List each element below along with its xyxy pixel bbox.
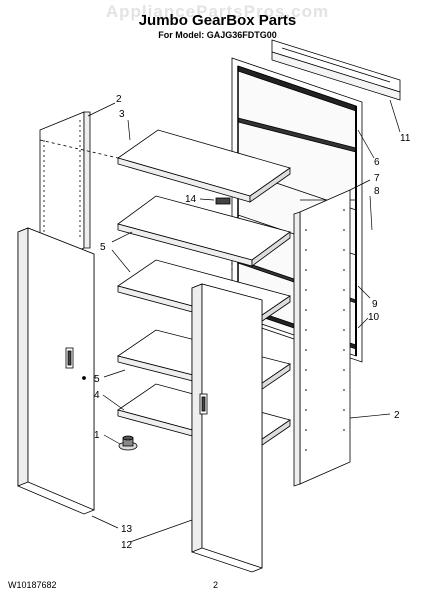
page-number: 2 (213, 580, 219, 590)
callout-6: 6 (374, 157, 380, 168)
model-subtitle: For Model: GAJG36FDTG00 (158, 30, 277, 40)
callout-labels: 2 3 5 5 4 1 13 12 14 11 6 7 8 9 10 2 (94, 94, 411, 551)
shelf-2 (117, 195, 291, 267)
callout-14: 14 (185, 194, 197, 205)
leveling-foot-part (118, 435, 138, 451)
callout-5-upper: 5 (100, 242, 106, 253)
page-title: Jumbo GearBox Parts (138, 12, 297, 29)
callout-11: 11 (400, 133, 411, 144)
watermark: AppliancePartsPros.com (105, 2, 330, 21)
callout-3: 3 (119, 109, 125, 120)
callout-10: 10 (368, 312, 380, 323)
callout-12: 12 (121, 540, 133, 551)
callout-4: 4 (94, 390, 100, 401)
callout-2-right: 2 (394, 410, 400, 421)
shelf-top (117, 129, 291, 203)
right-side-panel-part (293, 189, 351, 487)
callout-2-left: 2 (116, 94, 122, 105)
right-door-part (191, 283, 263, 573)
left-door-part (17, 227, 95, 515)
document-number: W10187682 (8, 580, 57, 590)
callout-5-lower: 5 (94, 374, 100, 385)
callout-1: 1 (94, 430, 100, 441)
callout-7: 7 (374, 173, 380, 184)
alignment-lines (39, 139, 233, 270)
shelf-clip-part (215, 197, 231, 205)
callout-9: 9 (372, 299, 378, 310)
callout-13: 13 (121, 524, 133, 535)
top-bracket-part (271, 39, 401, 101)
callout-8: 8 (374, 186, 380, 197)
callout-leader-lines (87, 99, 401, 543)
